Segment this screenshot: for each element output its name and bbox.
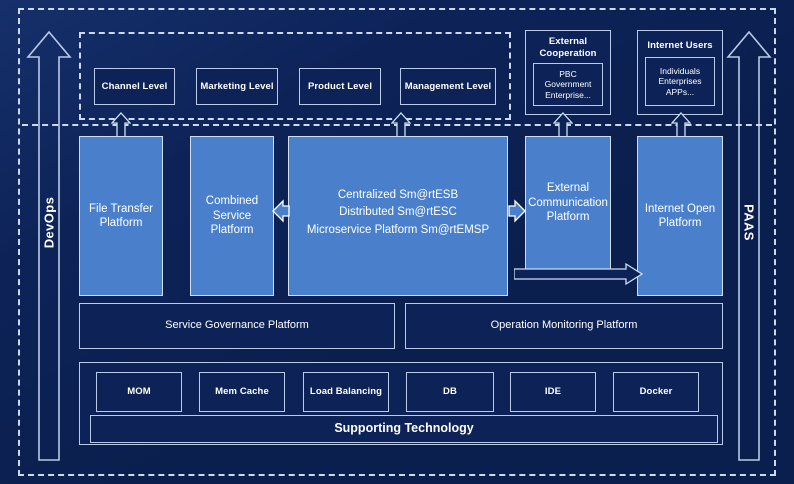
- consumer-levels-group: [79, 32, 511, 120]
- operation-monitoring-platform-label: Operation Monitoring Platform: [490, 319, 638, 332]
- file-transfer-platform-label: File Transfer Platform: [89, 202, 153, 229]
- support-component-label: IDE: [544, 386, 562, 398]
- support-component-load-balancing[interactable]: Load Balancing: [303, 372, 389, 412]
- devops-label: DevOps: [41, 196, 57, 249]
- level-box-channel[interactable]: Channel Level: [94, 68, 175, 105]
- core-platform[interactable]: Centralized Sm@rtESB Distributed Sm@rtES…: [288, 136, 508, 296]
- external-cooperation-title: External Cooperation: [539, 36, 597, 59]
- arrow-core-to-external-communication: [508, 198, 526, 224]
- external-communication-platform-label: External Communication Platform: [528, 182, 608, 224]
- level-label: Product Level: [307, 80, 373, 92]
- up-arrow-channel: [111, 112, 131, 138]
- support-component-mem-cache[interactable]: Mem Cache: [199, 372, 285, 412]
- devops-arrow: [26, 30, 72, 470]
- core-platform-line-2: Distributed Sm@rtESC: [339, 206, 457, 219]
- internet-users-title: Internet Users: [647, 40, 713, 52]
- support-component-mom[interactable]: MOM: [96, 372, 182, 412]
- support-component-label: Docker: [639, 386, 673, 398]
- internet-open-platform-label: Internet Open Platform: [644, 202, 716, 229]
- support-component-label: Mem Cache: [215, 386, 269, 398]
- level-label: Channel Level: [101, 80, 168, 92]
- support-component-label: Load Balancing: [309, 386, 383, 398]
- outer-frame: [18, 8, 776, 476]
- operation-monitoring-platform[interactable]: Operation Monitoring Platform: [405, 303, 723, 349]
- service-governance-platform[interactable]: Service Governance Platform: [79, 303, 395, 349]
- internet-users-body: Individuals Enterprises APPs...: [658, 65, 702, 97]
- external-communication-platform[interactable]: External Communication Platform: [525, 136, 611, 270]
- support-component-label: MOM: [127, 386, 151, 398]
- up-arrow-external-cooperation: [553, 112, 573, 138]
- support-component-docker[interactable]: Docker: [613, 372, 699, 412]
- paas-arrow: [726, 30, 772, 470]
- service-governance-platform-label: Service Governance Platform: [165, 319, 309, 332]
- internet-users-body-box: Individuals Enterprises APPs...: [645, 57, 715, 106]
- internet-users-box[interactable]: Internet Users Individuals Enterprises A…: [637, 30, 723, 115]
- supporting-technology-label: Supporting Technology: [334, 421, 474, 436]
- arrow-core-to-internet-open: [514, 262, 644, 286]
- core-platform-line-3: Microservice Platform Sm@rtEMSP: [306, 223, 490, 236]
- level-box-management[interactable]: Management Level: [400, 68, 496, 105]
- level-box-marketing[interactable]: Marketing Level: [196, 68, 278, 105]
- up-arrow-management: [391, 112, 411, 138]
- external-cooperation-body: PBC Government Enterprise...: [544, 68, 592, 100]
- supporting-technology-banner: Supporting Technology: [90, 415, 718, 443]
- combined-service-platform-label: Combined Service Platform: [205, 195, 259, 237]
- external-cooperation-box[interactable]: External Cooperation PBC Government Ente…: [525, 30, 611, 115]
- combined-service-platform[interactable]: Combined Service Platform: [190, 136, 274, 296]
- level-box-product[interactable]: Product Level: [299, 68, 381, 105]
- core-platform-line-1: Centralized Sm@rtESB: [337, 189, 459, 201]
- up-arrow-internet-users: [671, 112, 691, 138]
- internet-open-platform[interactable]: Internet Open Platform: [637, 136, 723, 296]
- file-transfer-platform[interactable]: File Transfer Platform: [79, 136, 163, 296]
- support-component-label: DB: [443, 386, 457, 398]
- level-label: Marketing Level: [200, 80, 274, 92]
- arrow-core-to-combined: [272, 198, 290, 224]
- level-label: Management Level: [404, 80, 492, 92]
- paas-label: PAAS: [741, 204, 757, 241]
- external-cooperation-body-box: PBC Government Enterprise...: [533, 63, 603, 106]
- support-component-db[interactable]: DB: [406, 372, 494, 412]
- support-component-ide[interactable]: IDE: [510, 372, 596, 412]
